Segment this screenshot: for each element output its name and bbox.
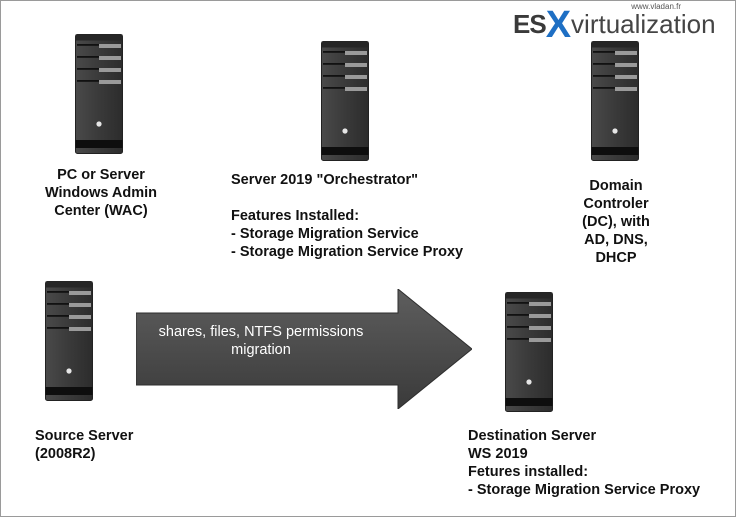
destination-server-icon (505, 292, 553, 412)
orchestrator-features-line: Features Installed: (231, 208, 360, 224)
wac-server-icon (75, 34, 123, 154)
wac-label-line: Center (WAC) (54, 203, 148, 219)
esxvirtualization-logo: www.vladan.fr ESXvirtualization (513, 1, 735, 47)
wac-label: PC or Server Windows Admin Center (WAC) (31, 166, 171, 220)
arrow-label-line: shares, files, NTFS permissions (158, 324, 364, 340)
wac-label-line: Windows Admin (44, 185, 158, 201)
orchestrator-features-line: - Storage Migration Service (231, 226, 419, 242)
orchestrator-label: Server 2019 "Orchestrator" Features Inst… (231, 171, 511, 261)
destination-label-line: WS 2019 (468, 446, 528, 462)
arrow-label: shares, files, NTFS permissions migratio… (151, 323, 371, 359)
logo-url: www.vladan.fr (631, 2, 681, 11)
destination-label-line: Fetures installed: (468, 464, 589, 480)
dc-label-line: (DC), with (582, 214, 650, 230)
source-server-icon (45, 281, 93, 401)
dc-label-line: Controler (583, 196, 649, 212)
dc-label-line: AD, DNS, (584, 232, 648, 248)
logo-brand-x: X (545, 4, 572, 46)
dc-server-icon (591, 41, 639, 161)
spacer (231, 189, 511, 207)
migration-arrow (136, 289, 472, 409)
orchestrator-features-line: - Storage Migration Service Proxy (231, 244, 464, 260)
destination-label-line: - Storage Migration Service Proxy (468, 482, 701, 498)
source-label: Source Server (2008R2) (35, 427, 185, 463)
source-label-line: Source Server (35, 428, 134, 444)
orchestrator-title: Server 2019 "Orchestrator" (231, 172, 419, 188)
destination-label-line: Destination Server (468, 428, 597, 444)
destination-label: Destination Server WS 2019 Fetures insta… (468, 427, 733, 499)
logo-brand-es: ES (513, 9, 547, 39)
dc-label-line: Domain (589, 178, 643, 194)
orchestrator-server-icon (321, 41, 369, 161)
logo-brand-rest: virtualization (571, 9, 716, 39)
dc-label: Domain Controler (DC), with AD, DNS, DHC… (561, 177, 671, 267)
wac-label-line: PC or Server (57, 167, 145, 183)
logo-brand: ESXvirtualization (513, 6, 716, 44)
source-label-line: (2008R2) (35, 446, 96, 462)
dc-label-line: DHCP (595, 250, 637, 266)
arrow-label-line: migration (231, 342, 291, 358)
